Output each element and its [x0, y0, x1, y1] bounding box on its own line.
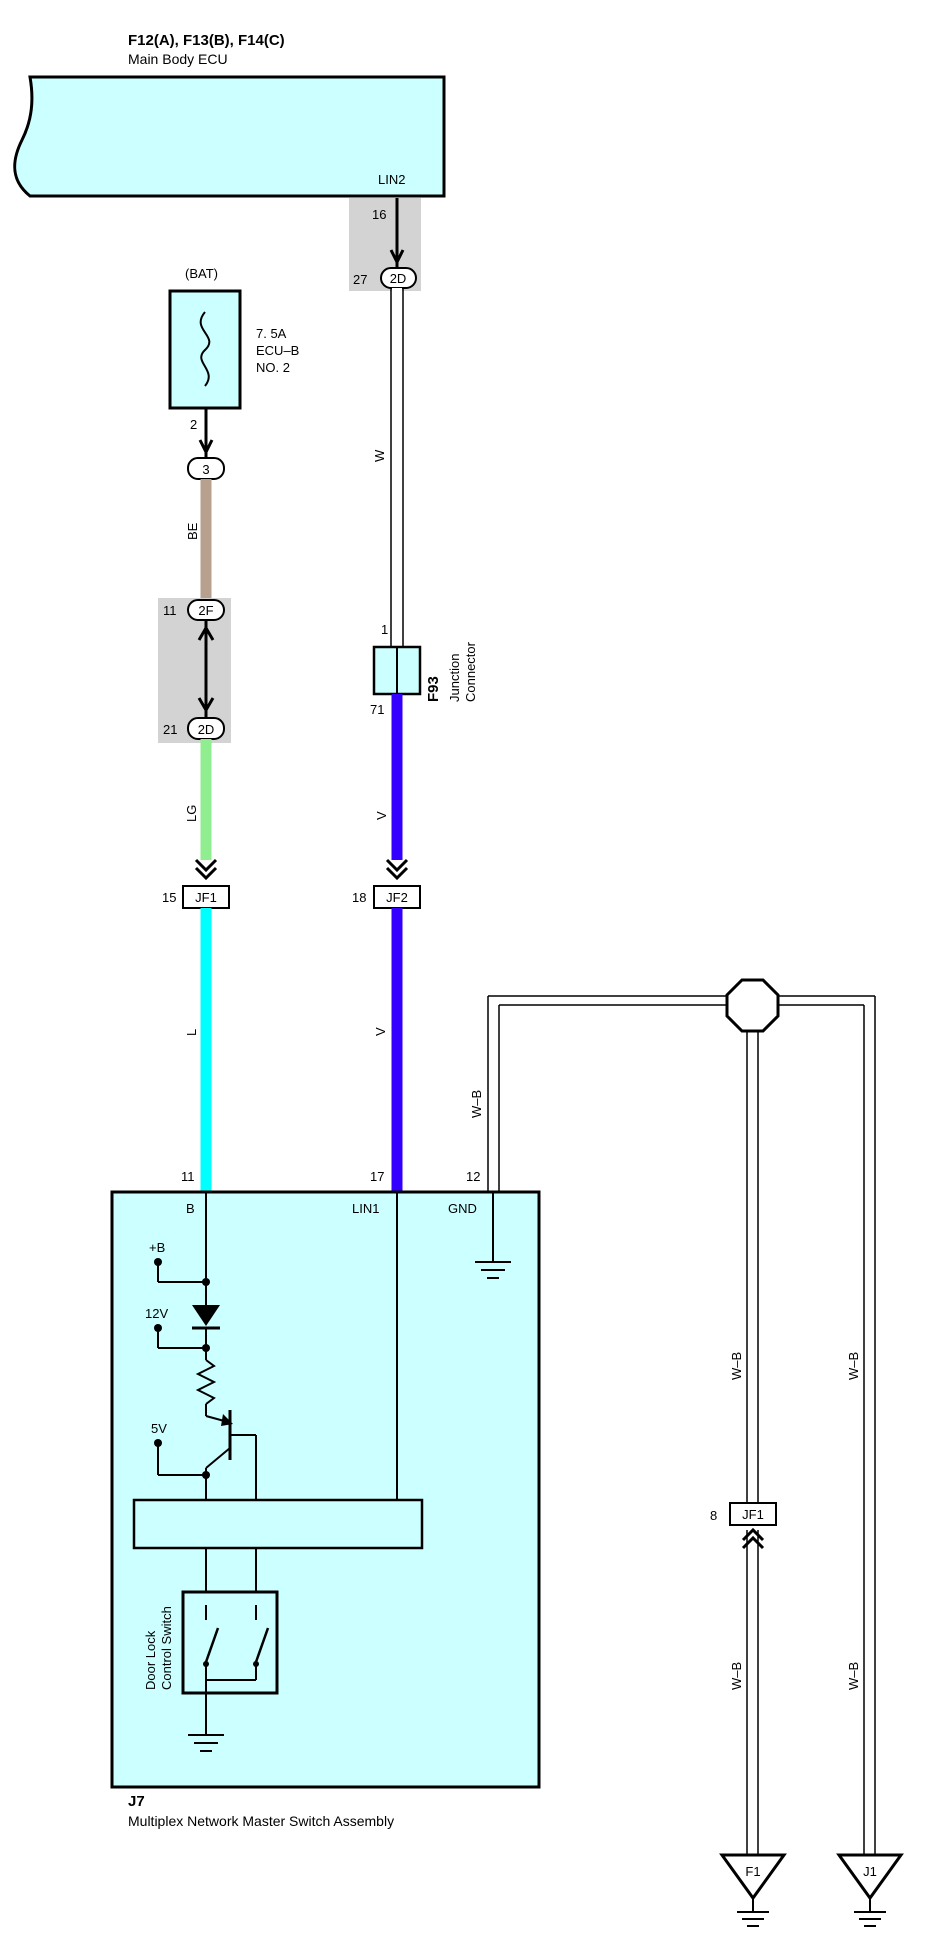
transistor-collector [205, 1447, 231, 1469]
wire-label-wb-right-lower: W–B [846, 1662, 861, 1690]
diode-icon [192, 1305, 220, 1326]
jf1-left-pin: 15 [162, 890, 176, 905]
fuse-element-icon [199, 311, 211, 387]
wire-w [390, 288, 404, 652]
junction-pin-top: 1 [381, 622, 388, 637]
wire-label-wb-right-upper: W–B [846, 1352, 861, 1380]
ground-point-j1: J1 [836, 1853, 904, 1927]
pin-gnd-number: 12 [466, 1169, 480, 1184]
switch-assembly-j7: 11 17 12 B LIN1 GND +B 12V [110, 1169, 541, 1789]
wire-label-v-lower: V [373, 1027, 388, 1036]
fuse-pin: 2 [190, 417, 197, 432]
connector-2d-mid-id: 2D [198, 722, 215, 737]
ground-f1-label: F1 [745, 1864, 760, 1879]
switch-assembly-id: J7 [128, 1793, 145, 1810]
fuse-rating: 7. 5A [256, 326, 287, 341]
jf1-left-arrow-1 [194, 858, 218, 873]
ecu-title: F12(A), F13(B), F14(C) [128, 32, 285, 49]
wire-label-w: W [372, 449, 387, 462]
switch-label-line1: Door Lock [143, 1630, 158, 1690]
jf2-arrow-2 [385, 866, 409, 881]
switch-label-line2: Control Switch [159, 1606, 174, 1690]
connector-jf1-right [729, 1502, 777, 1526]
connector-3-id: 3 [202, 462, 209, 477]
fuse-ecu-b-no2: (BAT) 7. 5A ECU–B NO. 2 [168, 266, 299, 410]
pin-b-number: 11 [181, 1169, 195, 1184]
connector-2f-id: 2F [198, 603, 213, 618]
supply-5v-node [202, 1471, 210, 1479]
connector-jf1-left-id: JF1 [195, 890, 217, 905]
ecu-lin2-arrow [389, 249, 405, 266]
ground-point-f1: F1 [719, 1853, 787, 1927]
supply-5v-label: 5V [151, 1421, 167, 1436]
supply-b-label: +B [149, 1240, 165, 1255]
connector-jf1-right-id: JF1 [742, 1507, 764, 1522]
door-lock-control-switch [181, 1590, 279, 1695]
jf2-pin: 18 [352, 890, 366, 905]
connector-jf2-id: JF2 [386, 890, 408, 905]
wire-label-v-upper: V [374, 811, 389, 820]
wire-label-wb-mid-lower: W–B [729, 1662, 744, 1690]
pin-lin1-number: 17 [370, 1169, 384, 1184]
pin-lin1-label: LIN1 [352, 1201, 379, 1216]
wire-label-be: BE [185, 522, 200, 540]
junction-2f-arrow-up [197, 625, 215, 641]
pin-b-label: B [186, 1201, 195, 1216]
connector-2d-top-id: 2D [390, 271, 407, 286]
switch-assembly-name: Multiplex Network Master Switch Assembly [128, 1813, 394, 1829]
resistor-icon [195, 1359, 217, 1405]
supply-12v-label: 12V [145, 1306, 168, 1321]
jf1-right-arrow-2 [741, 1535, 765, 1550]
junction-2d-arrow-down [197, 697, 215, 713]
jf1-right-pin: 8 [710, 1508, 717, 1523]
wire-wb-network [487, 995, 876, 1855]
splice-point [725, 978, 780, 1033]
c2d-mid-pin: 21 [163, 722, 177, 737]
jf1-left-arrow-2 [194, 866, 218, 881]
wire-label-lg: LG [184, 805, 199, 822]
fuse-source: (BAT) [185, 266, 218, 281]
wire-label-wb-gnd: W–B [469, 1090, 484, 1118]
main-body-ecu: F12(A), F13(B), F14(C) Main Body ECU LIN… [13, 32, 446, 198]
ecu-pin-label-lin2: LIN2 [378, 172, 405, 187]
fuse-number: NO. 2 [256, 360, 290, 375]
internal-control-ic [132, 1498, 424, 1550]
switch-contact-1-blade [204, 1627, 220, 1663]
junction-id: F93 [425, 676, 442, 702]
ecu-name: Main Body ECU [128, 51, 228, 67]
c2f-pin: 11 [163, 603, 177, 618]
ecu-pin-number: 16 [372, 207, 386, 222]
c2d-top-pin: 27 [353, 272, 367, 287]
supply-b-node [202, 1278, 210, 1286]
wire-label-wb-mid-upper: W–B [729, 1352, 744, 1380]
fuse-lead-arrow [198, 439, 214, 456]
supply-12v-node [202, 1344, 210, 1352]
wire-label-l: L [184, 1029, 199, 1036]
fuse-name: ECU–B [256, 343, 299, 358]
ground-j1-label: J1 [863, 1864, 877, 1879]
junction-name-line1: Junction [447, 654, 462, 702]
ecu-box [13, 75, 446, 198]
pin-gnd-label: GND [448, 1201, 477, 1216]
junction-name-line2: Connector [463, 641, 478, 702]
jf1-right-arrow-1 [741, 1527, 765, 1542]
switch-contact-2-blade [254, 1627, 270, 1663]
jf2-arrow-1 [385, 858, 409, 873]
junction-pin-bottom: 71 [370, 702, 384, 717]
